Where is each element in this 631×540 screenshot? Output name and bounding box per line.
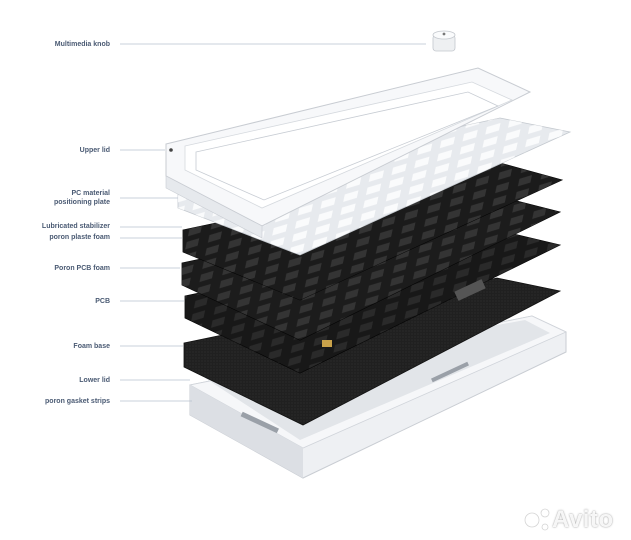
label-pc-plate-line2: positioning plate bbox=[54, 199, 110, 206]
multimedia-knob bbox=[432, 30, 456, 52]
upper-lid bbox=[165, 67, 532, 239]
label-foam-base: Foam base bbox=[73, 343, 110, 350]
label-stabilizer: Lubricated stabilizer bbox=[41, 223, 110, 230]
label-plate-foam: poron plaste foam bbox=[49, 234, 110, 241]
label-pcb-foam: Poron PCB foam bbox=[54, 265, 110, 272]
label-multimedia-knob: Multimedia knob bbox=[54, 41, 110, 48]
label-pc-plate-line1: PC material bbox=[71, 190, 110, 197]
label-pc-plate: PC material positioning plate bbox=[54, 189, 110, 207]
label-gasket-strips: poron gasket strips bbox=[45, 398, 110, 405]
label-upper-lid: Upper lid bbox=[79, 147, 110, 154]
watermark-text: Avito bbox=[552, 506, 614, 533]
label-pcb: PCB bbox=[95, 298, 110, 305]
label-lower-lid: Lower lid bbox=[79, 377, 110, 384]
avito-logo-icon bbox=[524, 508, 550, 531]
